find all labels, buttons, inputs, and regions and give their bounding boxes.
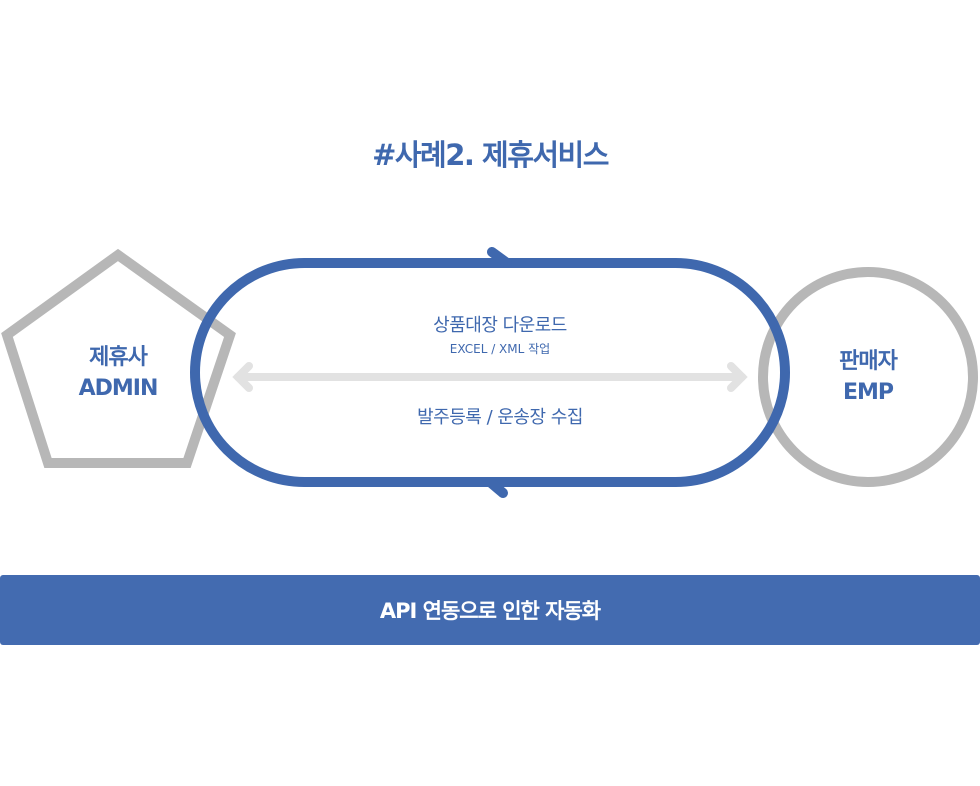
left-node-label: 제휴사 ADMIN (48, 342, 188, 404)
flow-top-label: 상품대장 다운로드 (433, 315, 567, 336)
double-arrow-icon (232, 362, 748, 392)
right-node-subname: EMP (842, 380, 894, 405)
flow-bottom-label: 발주등록 / 운송장 수집 (417, 407, 583, 428)
right-node-name: 판매자 (839, 349, 898, 374)
flow-top-sublabel: EXCEL / XML 작업 (449, 342, 551, 356)
loop-arrow-right-icon (487, 247, 512, 268)
cycle-loop (190, 258, 790, 487)
banner-label: API 연동으로 인한 자동화 (379, 599, 601, 623)
page-title: #사례2. 제휴서비스 (372, 138, 609, 172)
left-node-subname: ADMIN (78, 376, 159, 401)
right-node-label: 판매자 EMP (798, 346, 938, 408)
loop-arrow-left-icon (485, 477, 508, 498)
automation-banner: API 연동으로 인한 자동화 (0, 575, 980, 645)
left-node-name: 제휴사 (89, 345, 148, 370)
circle-shape (758, 267, 978, 487)
